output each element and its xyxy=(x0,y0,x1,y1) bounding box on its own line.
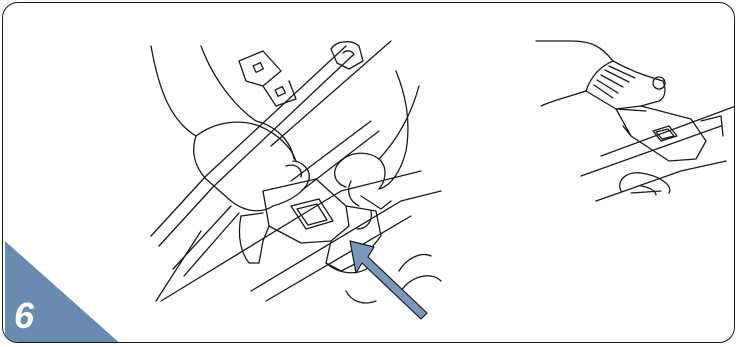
step-number: 6 xyxy=(14,295,35,336)
instruction-card xyxy=(2,2,735,343)
push-arrow-icon xyxy=(349,240,428,320)
locked-handle-illustration xyxy=(535,40,734,202)
buckle-release-illustration xyxy=(150,40,442,304)
step-illustration xyxy=(150,40,734,320)
